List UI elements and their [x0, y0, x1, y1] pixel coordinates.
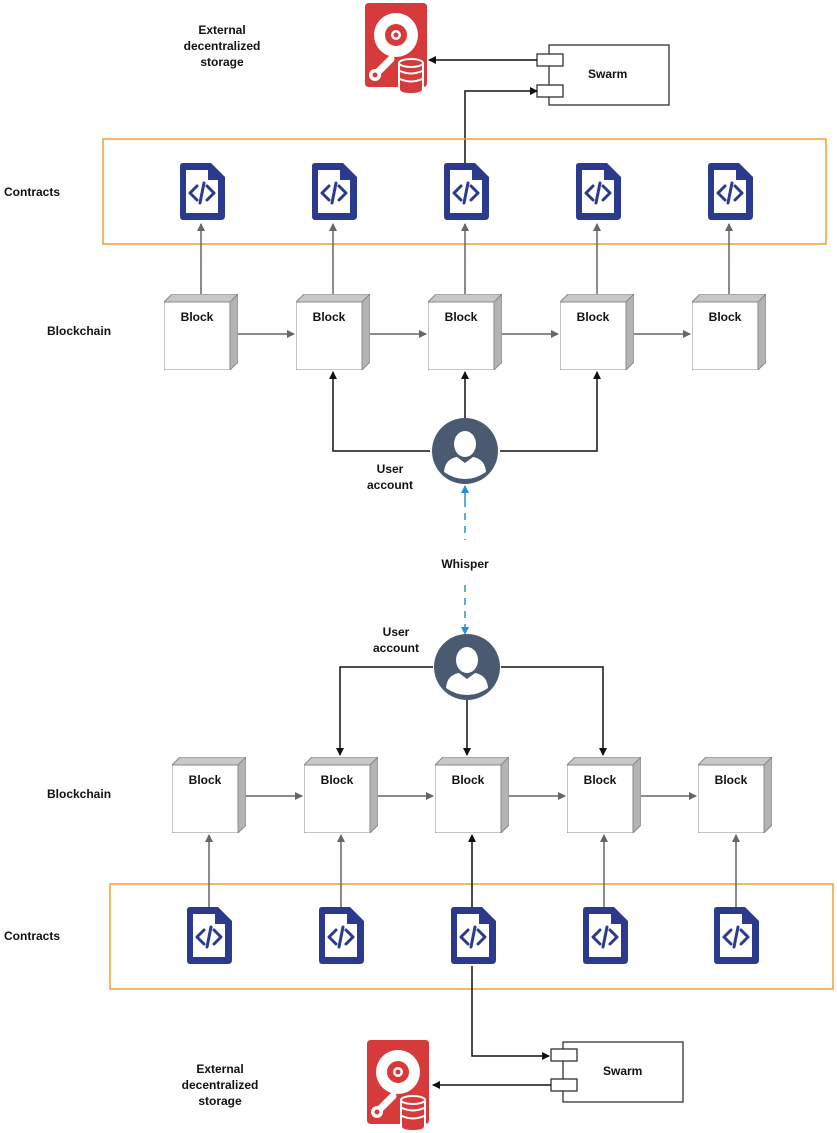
block — [698, 757, 772, 833]
top-swarm-label: Swarm — [588, 67, 628, 81]
bottom-section — [109, 634, 834, 1131]
code-file-icon — [581, 906, 630, 966]
storage-label-line: storage — [198, 1094, 242, 1108]
block — [435, 757, 509, 833]
block — [692, 294, 766, 370]
top-swarm-component — [536, 44, 670, 106]
code-file-icon — [310, 162, 359, 222]
storage-icon — [365, 3, 427, 94]
user-account-icon — [434, 634, 500, 700]
block-label: Block — [188, 773, 222, 787]
storage-label-line: storage — [200, 55, 244, 69]
swarm-port-icon — [550, 1048, 578, 1062]
top-storage-label: External decentralized storage — [162, 22, 282, 70]
top-user-label: User account — [350, 461, 430, 493]
code-file-icon — [449, 906, 498, 966]
block-label: Block — [583, 773, 617, 787]
block — [164, 294, 238, 370]
bottom-swarm-label: Swarm — [603, 1064, 643, 1078]
bottom-blockchain-label: Blockchain — [47, 787, 112, 801]
block-label: Block — [180, 310, 214, 324]
bottom-storage-label: External decentralized storage — [160, 1061, 280, 1109]
block-label: Block — [451, 773, 485, 787]
whisper-label: Whisper — [425, 556, 505, 572]
user-label-line: account — [372, 641, 419, 655]
storage-label-line: External — [198, 23, 246, 37]
code-file-icon — [706, 162, 755, 222]
code-file-icon — [442, 162, 491, 222]
arrow-contract-to-swarm — [464, 87, 538, 163]
block — [296, 294, 370, 370]
swarm-port-icon — [536, 53, 564, 67]
swarm-port-icon — [536, 84, 564, 98]
code-file-icon — [178, 162, 227, 222]
block — [560, 294, 634, 370]
storage-icon — [367, 1040, 429, 1131]
code-file-icon — [574, 162, 623, 222]
user-account-icon — [432, 418, 498, 484]
block — [172, 757, 246, 833]
storage-label-line: External — [196, 1062, 244, 1076]
code-file-icon — [712, 906, 761, 966]
code-file-icon — [185, 906, 234, 966]
bottom-user-label: User account — [356, 624, 436, 656]
arrow-user-to-block — [336, 666, 433, 756]
arrow-user-to-block — [329, 371, 430, 452]
storage-label-line: decentralized — [183, 39, 261, 53]
bottom-swarm-component — [550, 1041, 684, 1103]
block-label: Block — [312, 310, 346, 324]
block — [428, 294, 502, 370]
code-file-icon — [317, 906, 366, 966]
storage-label-line: decentralized — [181, 1078, 259, 1092]
block-label: Block — [576, 310, 610, 324]
top-contracts-label: Contracts — [4, 185, 61, 199]
block-label: Block — [714, 773, 748, 787]
block-label: Block — [320, 773, 354, 787]
block-label: Block — [708, 310, 742, 324]
swarm-port-icon — [550, 1078, 578, 1092]
user-label-line: User — [376, 462, 404, 476]
arrow-user-to-block — [500, 371, 601, 452]
block — [304, 757, 378, 833]
arrow-user-to-block — [501, 666, 607, 756]
user-label-line: account — [366, 478, 413, 492]
user-label-line: User — [382, 625, 410, 639]
block-label: Block — [444, 310, 478, 324]
top-blockchain-label: Blockchain — [47, 324, 112, 338]
top-section — [102, 3, 827, 484]
bottom-contracts-label: Contracts — [4, 929, 61, 943]
arrow-contract-to-swarm — [471, 966, 550, 1060]
block — [567, 757, 641, 833]
